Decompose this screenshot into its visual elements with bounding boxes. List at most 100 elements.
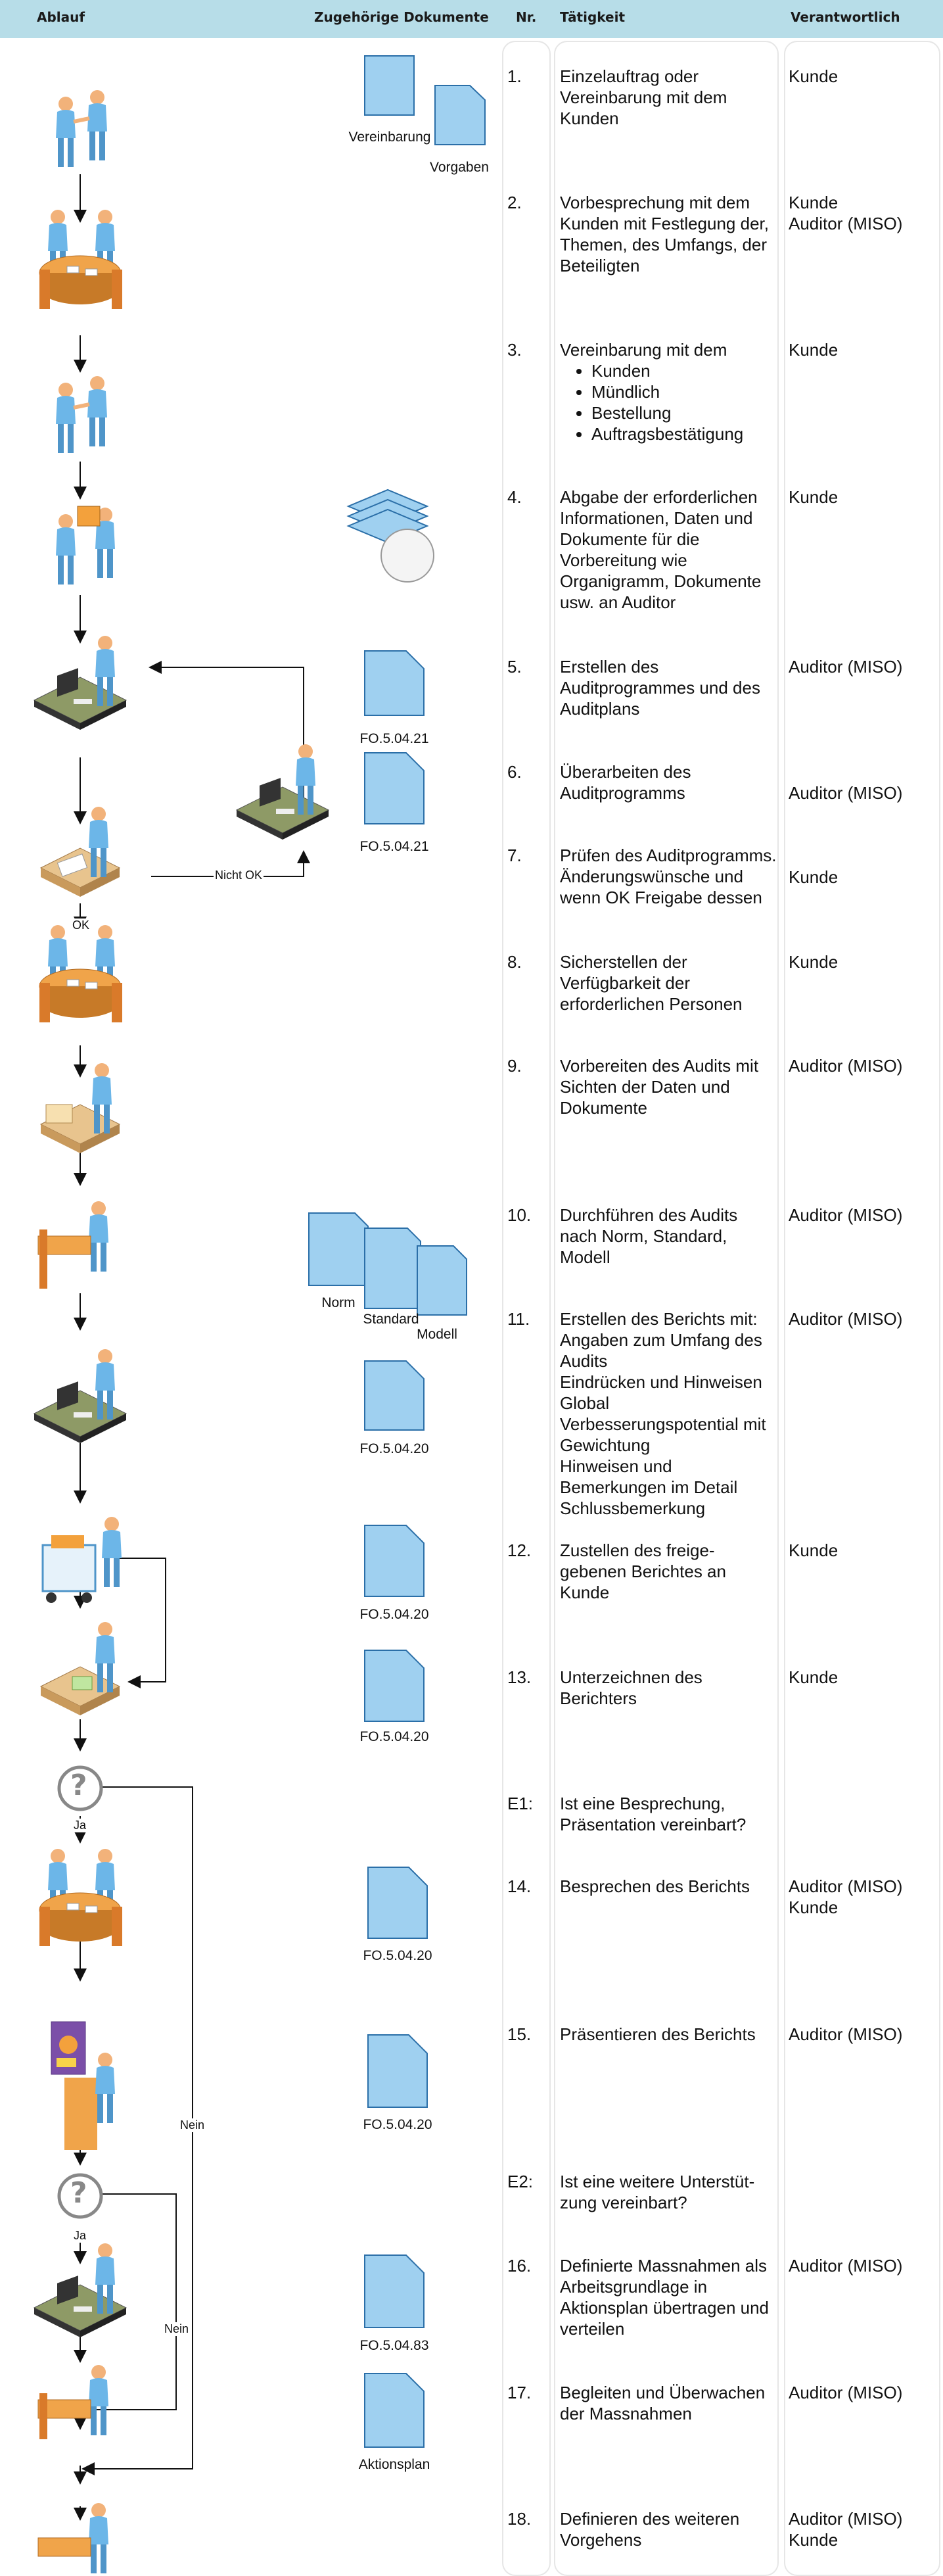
step-responsible: Kunde: [789, 1540, 839, 1560]
step-activity: Abgabe der erforderlichen Informationen,…: [560, 487, 762, 612]
step-activity: Definieren des weiteren Vorgehens: [560, 2509, 740, 2550]
doc-label-vereinbarung: Vereinbarung: [348, 130, 431, 145]
step-nr: 14.: [507, 1876, 532, 1896]
presentation-icon: [51, 2021, 115, 2150]
nein-label: Nein: [179, 2118, 206, 2132]
doc-label-fo-5-04-83: FO.5.04.83: [359, 2338, 429, 2353]
step-activity: Vorbereiten des Audits mit Sichten der D…: [560, 1056, 759, 1118]
bullet-item: Mündlich: [591, 381, 777, 402]
person-desk-icon: [37, 1201, 108, 1289]
step-nr: 13.: [507, 1667, 532, 1687]
step-nr: 3.: [507, 340, 522, 360]
handover-package-icon: [56, 506, 115, 584]
step-nr: 8.: [507, 952, 522, 972]
step-activity: Einzelauftrag oder Vereinbarung mit dem …: [560, 66, 727, 128]
step-nr: 2.: [507, 193, 522, 212]
step-responsible: Kunde: [789, 487, 839, 507]
step-responsible: Kunde: [789, 66, 839, 86]
step-nr: 16.: [507, 2256, 532, 2276]
step-activity: Prüfen des Auditprogramms. Änderungswüns…: [560, 846, 777, 907]
step-activity: Unterzeichnen des Berichters: [560, 1667, 702, 1708]
doc-label-fo-5-04-20: FO.5.04.20: [363, 1948, 432, 1963]
step-activity: Präsentieren des Berichts: [560, 2024, 756, 2044]
meeting-table-icon: [39, 925, 122, 1022]
ok-label: OK: [71, 918, 91, 932]
step-nr: 9.: [507, 1056, 522, 1076]
document-icon: [364, 1360, 425, 1431]
step-nr: 11.: [507, 1309, 530, 1329]
responsible-column: [784, 41, 940, 2576]
doc-label-fo-5-04-20: FO.5.04.20: [359, 1729, 429, 1744]
desk-preparation-icon: [40, 1063, 120, 1154]
doc-label-norm: Norm: [321, 1295, 356, 1310]
header-dokumente: Zugehörige Dokumente: [314, 9, 489, 25]
step-responsible: Kunde: [789, 340, 839, 360]
step-nr: 6.: [507, 762, 522, 782]
step-responsible: Kunde: [789, 1667, 839, 1687]
header-ablauf: Ablauf: [37, 9, 85, 25]
step-responsible: Auditor (MISO): [789, 1056, 903, 1076]
document-icon: [364, 55, 415, 116]
step-responsible: Auditor (MISO): [789, 1309, 903, 1329]
step-activity: Definierte Massnahmen als Arbeitsgrundla…: [560, 2256, 770, 2339]
document-icon: [364, 2254, 425, 2328]
doc-label-fo-5-04-21: FO.5.04.21: [359, 731, 429, 746]
step-responsible: Auditor (MISO) Kunde: [789, 1876, 903, 1917]
handshake-people-icon: [56, 90, 107, 167]
ja-label: Ja: [72, 2229, 88, 2243]
doc-label-fo-5-04-20: FO.5.04.20: [363, 2117, 432, 2132]
document-icon: [417, 1245, 467, 1316]
nicht-ok-label: Nicht OK: [214, 869, 264, 882]
step-activity: Begleiten und Überwachen der Massnahmen: [560, 2383, 766, 2423]
document-icon: [364, 1525, 425, 1597]
computer-workstation-icon: [34, 1349, 127, 1444]
step-responsible: Auditor (MISO): [789, 2383, 903, 2402]
question-icon: [57, 2173, 103, 2219]
header-taetigkeit: Tätigkeit: [560, 9, 626, 25]
table-header: Ablauf Zugehörige Dokumente Nr. Tätigkei…: [0, 0, 943, 38]
handshake-people-icon: [56, 376, 107, 453]
desk-signing-icon: [40, 1622, 120, 1716]
step-responsible: Kunde Auditor (MISO): [789, 193, 903, 233]
nr-column: [502, 41, 551, 2576]
activity-column: [554, 41, 779, 2576]
step-responsible: Auditor (MISO): [789, 2256, 903, 2276]
documents: [308, 55, 486, 2448]
document-icon: [364, 650, 425, 716]
step-responsible: Auditor (MISO): [789, 2024, 903, 2044]
step-activity: Vorbesprechung mit dem Kunden mit Festle…: [560, 193, 769, 275]
step-activity: Erstellen des Auditprogrammes und des Au…: [560, 657, 760, 719]
step-nr: 5.: [507, 657, 522, 677]
bullet-item: Kunden: [591, 360, 777, 381]
step-responsible: Auditor (MISO): [789, 783, 903, 803]
person-desk-icon: [37, 2503, 108, 2573]
bullet-item: Auftragsbestätigung: [591, 423, 777, 444]
step-responsible: Kunde: [789, 867, 839, 887]
header-verantwortlich: Verantwortlich: [791, 9, 900, 25]
question-mark: ?: [70, 2176, 87, 2210]
doc-label-fo-5-04-20: FO.5.04.20: [359, 1441, 429, 1456]
computer-workstation-icon: [34, 636, 127, 730]
step-nr: 18.: [507, 2509, 532, 2529]
document-icon: [308, 1212, 369, 1286]
step-activity: Ist eine Besprechung, Präsentation verei…: [560, 1794, 747, 1834]
doc-label-fo-5-04-20: FO.5.04.20: [359, 1607, 429, 1622]
document-icon: [364, 1650, 425, 1722]
step-nr: 1.: [507, 66, 522, 86]
step-activity: Sicherstellen der Verfügbarkeit der erfo…: [560, 952, 743, 1014]
bullet-item: Bestellung: [591, 402, 777, 423]
step-nr: 12.: [507, 1540, 532, 1560]
doc-label-aktionsplan: Aktionsplan: [358, 2457, 430, 2472]
meeting-table-icon: [39, 1849, 122, 1946]
step-activity: Besprechen des Berichts: [560, 1876, 750, 1896]
nein-label: Nein: [163, 2322, 191, 2336]
step-responsible: Auditor (MISO): [789, 657, 903, 677]
meeting-table-icon: [39, 210, 122, 309]
step-responsible: Auditor (MISO) Kunde: [789, 2509, 903, 2550]
step-activity-group: Vereinbarung mit dem Kunden Mündlich Bes…: [560, 339, 777, 444]
document-stack-icon: [346, 489, 434, 583]
ja-label: Ja: [72, 1819, 88, 1832]
person-desk-icon: [37, 2365, 108, 2439]
computer-workstation-icon: [236, 744, 329, 840]
